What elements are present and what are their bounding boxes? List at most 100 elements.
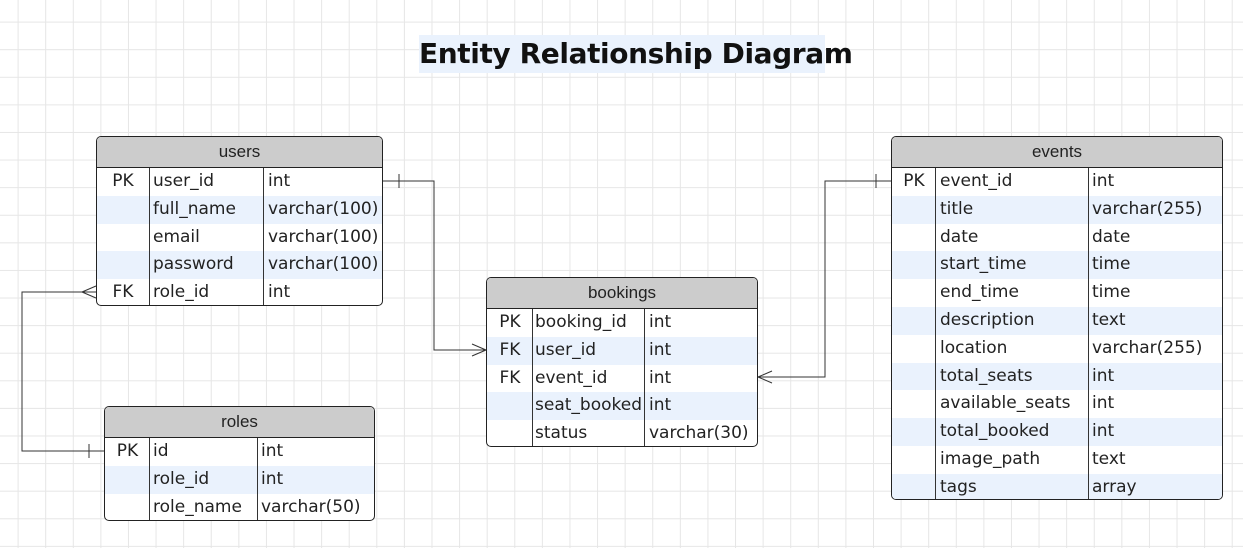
key-cell: PK xyxy=(116,441,139,461)
column-type: int xyxy=(1092,171,1115,191)
table-row[interactable]: date date xyxy=(892,224,1222,252)
column-divider xyxy=(149,438,150,520)
table-row[interactable]: PK id int xyxy=(105,438,374,466)
column-type: varchar(100) xyxy=(268,198,379,219)
column-name: event_id xyxy=(535,367,608,388)
column-name: date xyxy=(940,226,979,247)
table-row[interactable]: start_time time xyxy=(892,251,1222,280)
column-type: int xyxy=(261,441,284,461)
column-name: tags xyxy=(940,476,977,497)
column-type: int xyxy=(1092,393,1115,414)
column-type: array xyxy=(1092,476,1137,497)
column-name: password xyxy=(153,254,234,275)
column-name: end_time xyxy=(940,282,1019,303)
many-marker-bottom xyxy=(471,349,487,357)
column-type: int xyxy=(649,395,672,416)
table-row[interactable]: tags array xyxy=(892,473,1222,499)
table-row[interactable]: seat_booked int xyxy=(487,392,757,421)
table-row[interactable]: status varchar(30) xyxy=(487,420,757,446)
table-row[interactable]: PK user_id int xyxy=(97,168,382,196)
column-name: user_id xyxy=(153,171,215,191)
table-row[interactable]: FK role_id int xyxy=(97,279,382,305)
column-type: int xyxy=(268,171,291,191)
column-name: role_id xyxy=(153,282,210,303)
column-type: int xyxy=(649,312,672,332)
column-divider xyxy=(532,309,533,446)
many-marker-top xyxy=(471,343,487,351)
column-divider xyxy=(644,309,645,446)
table-row[interactable]: available_seats int xyxy=(892,390,1222,418)
column-divider xyxy=(1088,168,1089,499)
column-name: description xyxy=(940,309,1035,330)
column-name: full_name xyxy=(153,198,236,219)
entity-header: users xyxy=(97,137,382,168)
column-name: seat_booked xyxy=(535,395,642,416)
column-divider xyxy=(263,168,264,305)
table-row[interactable]: PK event_id int xyxy=(892,168,1222,196)
column-name: event_id xyxy=(940,171,1013,191)
key-cell: FK xyxy=(112,282,134,303)
column-name: total_booked xyxy=(940,421,1050,442)
relationship-events-bookings[interactable] xyxy=(757,174,891,384)
column-type: varchar(30) xyxy=(649,423,749,444)
column-divider xyxy=(257,438,258,520)
column-type: time xyxy=(1092,254,1131,275)
key-cell: PK xyxy=(499,312,521,332)
many-marker-top xyxy=(757,370,773,378)
column-type: varchar(100) xyxy=(268,226,379,247)
many-marker-bottom xyxy=(81,291,97,299)
key-cell: PK xyxy=(903,171,925,191)
column-name: title xyxy=(940,198,974,219)
entity-header: bookings xyxy=(487,278,757,309)
column-type: text xyxy=(1092,448,1126,469)
table-row[interactable]: password varchar(100) xyxy=(97,251,382,280)
column-name: user_id xyxy=(535,339,597,360)
column-name: total_seats xyxy=(940,365,1033,386)
table-row[interactable]: image_path text xyxy=(892,446,1222,474)
column-name: image_path xyxy=(940,448,1041,469)
table-row[interactable]: FK user_id int xyxy=(487,336,757,365)
relationship-roles-users[interactable] xyxy=(21,285,104,458)
column-name: email xyxy=(153,226,200,247)
column-name: role_id xyxy=(153,468,210,489)
column-name: start_time xyxy=(940,254,1027,275)
column-type: date xyxy=(1092,226,1131,247)
relationship-users-bookings[interactable] xyxy=(383,174,487,357)
column-divider xyxy=(935,168,936,499)
column-type: int xyxy=(268,282,291,303)
table-row[interactable]: end_time time xyxy=(892,279,1222,307)
column-name: location xyxy=(940,337,1008,358)
table-row[interactable]: email varchar(100) xyxy=(97,224,382,252)
column-name: status xyxy=(535,423,588,444)
key-cell: FK xyxy=(499,339,521,360)
entity-header: roles xyxy=(105,407,374,438)
key-cell: FK xyxy=(499,367,521,388)
column-type: varchar(50) xyxy=(261,496,361,517)
table-row[interactable]: full_name varchar(100) xyxy=(97,195,382,224)
column-type: varchar(100) xyxy=(268,254,379,275)
diagram-title: Entity Relationship Diagram xyxy=(419,35,853,73)
column-name: id xyxy=(153,441,169,461)
column-type: int xyxy=(649,339,672,360)
key-cell: PK xyxy=(112,171,134,191)
column-type: time xyxy=(1092,282,1131,303)
many-marker-top xyxy=(81,285,97,293)
column-name: available_seats xyxy=(940,393,1071,414)
